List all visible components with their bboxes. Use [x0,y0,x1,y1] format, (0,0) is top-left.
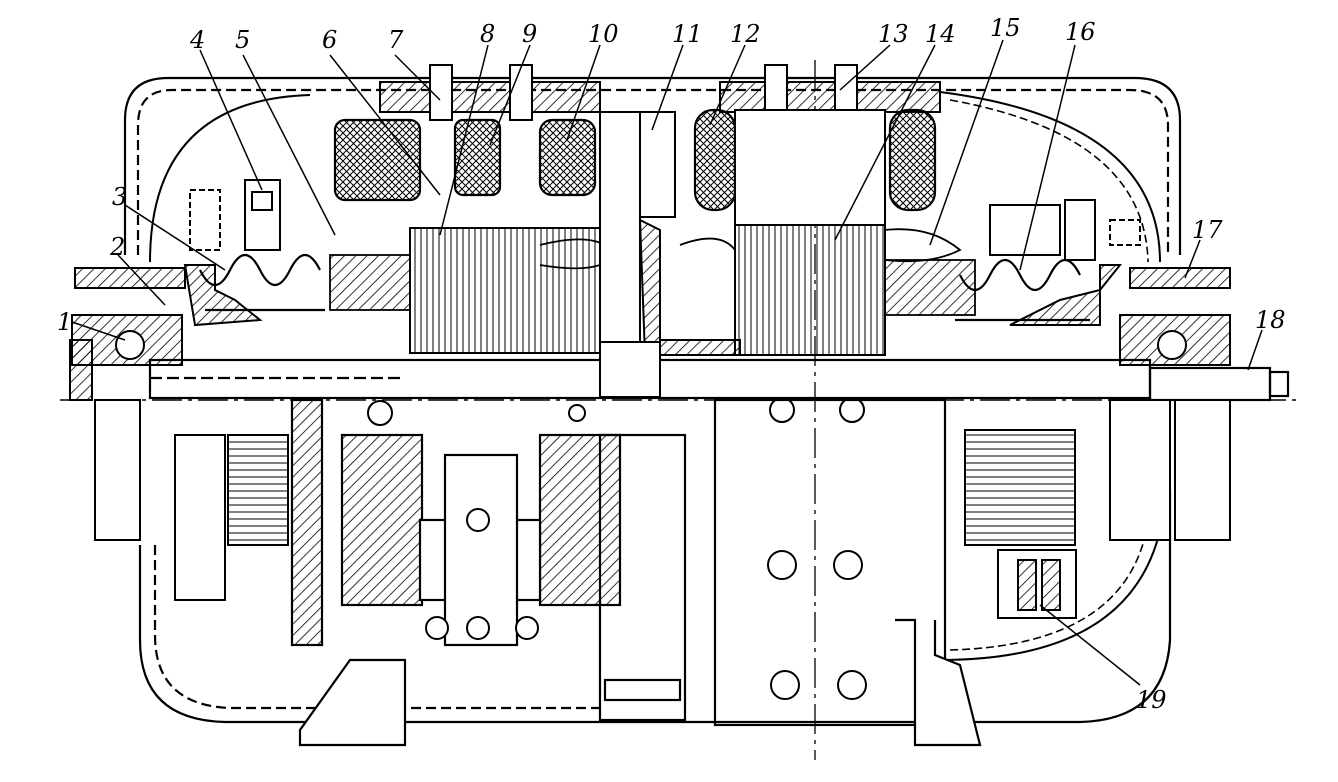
bearing-left [69,314,183,401]
center-flange [599,111,741,398]
label-14: 14 [925,20,956,48]
label-2: 2 [109,233,125,261]
label-8: 8 [480,20,495,48]
stator-yoke [379,64,941,121]
label-13: 13 [878,20,909,48]
shaft [148,358,1290,402]
label-7: 7 [388,26,404,54]
label-19: 19 [1136,686,1167,714]
brush-holder-right [989,199,1141,261]
leader-lines [71,39,1263,686]
motor-housing [123,76,1182,724]
bearing-right [1119,314,1231,366]
lower-bolts [367,397,867,700]
label-5: 5 [235,26,250,54]
label-6: 6 [322,26,337,54]
end-shield-right [1009,264,1231,326]
label-11: 11 [672,20,703,48]
terminal-box [997,549,1077,619]
part-labels: 1 2 3 4 5 6 7 8 9 10 11 12 13 14 15 16 1… [57,14,1286,714]
label-4: 4 [189,26,205,54]
lower-poles [290,398,622,647]
label-15: 15 [990,14,1021,42]
label-1: 1 [57,308,72,336]
brush-holder-left [189,179,281,251]
label-3: 3 [112,183,127,211]
field-coils [333,108,937,212]
lower-center-block [598,398,947,727]
armature-winding-ends [329,228,976,316]
label-18: 18 [1255,306,1286,334]
label-9: 9 [522,20,537,48]
label-16: 16 [1065,18,1096,46]
brush-spring-right [955,258,1090,322]
label-10: 10 [588,20,619,48]
label-17: 17 [1192,216,1223,244]
lower-commutators [94,399,1231,601]
mounting-feet [298,618,982,747]
label-12: 12 [730,20,761,48]
brush-spring-left [199,253,325,312]
